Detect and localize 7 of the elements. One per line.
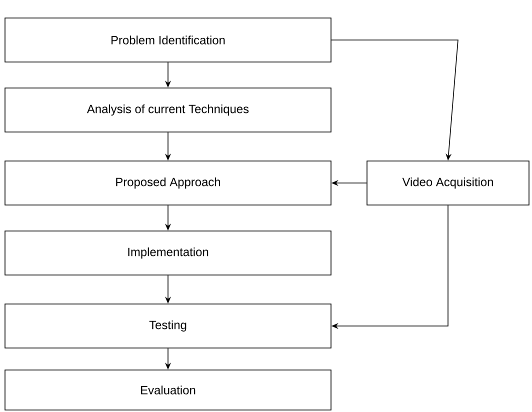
process-box: Proposed Approach (4, 160, 332, 206)
process-box: Video Acquisition (366, 160, 530, 206)
process-box: Analysis of current Techniques (4, 88, 332, 132)
process-box: Problem Identification (4, 18, 332, 62)
process-box: Implementation (4, 230, 332, 276)
process-box: Testing (4, 304, 332, 348)
process-box: Evaluation (4, 370, 332, 410)
